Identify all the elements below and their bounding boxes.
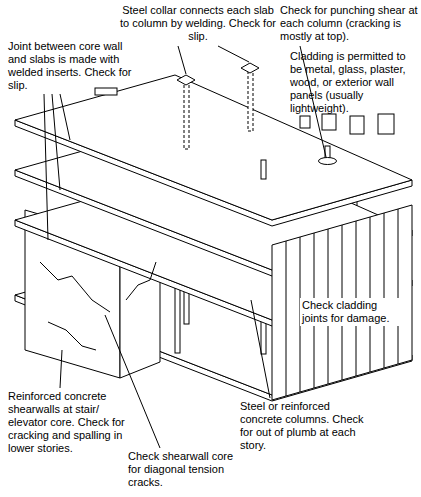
leader-line (218, 46, 249, 62)
steel-collar (177, 75, 195, 85)
callout-text: Reinforced concrete shearwalls at stair/… (8, 390, 126, 455)
leader-line (60, 350, 62, 388)
cladding-joint (384, 213, 385, 368)
callout-text: Joint between core wall and slabs is mad… (8, 40, 133, 92)
cladding-joint (286, 241, 287, 396)
leader-line (52, 94, 60, 190)
column-stub (248, 68, 253, 131)
leader-line (105, 315, 160, 448)
cladding-window (300, 116, 310, 128)
leader-line (178, 46, 186, 74)
punching-shear-ring (319, 158, 337, 165)
leader-line (44, 94, 48, 240)
steel-collar (241, 63, 259, 73)
callout-text: Check cladding joints for damage. (300, 298, 404, 326)
callout-text: Check shearwall core for diagonal tensio… (128, 450, 236, 489)
column-stub (184, 80, 189, 149)
callout-text: Steel collar connects each slab to colum… (118, 4, 278, 43)
diagonal-crack (48, 322, 96, 350)
cladding-window (378, 114, 394, 134)
leader-line (251, 300, 270, 398)
callout-text: Steel or reinforced concrete columns. Ch… (240, 400, 365, 452)
column-stub (261, 160, 266, 179)
leader-line (300, 46, 326, 157)
cladding-joint (398, 209, 399, 364)
callout-text: Check for punching shear at each column … (280, 4, 420, 43)
cladding-window (350, 116, 364, 134)
diagonal-crack (40, 262, 110, 312)
cladding-window (322, 114, 336, 130)
roof-vent (95, 88, 117, 95)
callout-text: Cladding is permitted to be metal, glass… (290, 50, 418, 115)
leader-line (60, 94, 70, 140)
diagonal-crack (126, 262, 156, 300)
cladding-panel (272, 205, 412, 400)
cladding-joint (370, 217, 371, 372)
